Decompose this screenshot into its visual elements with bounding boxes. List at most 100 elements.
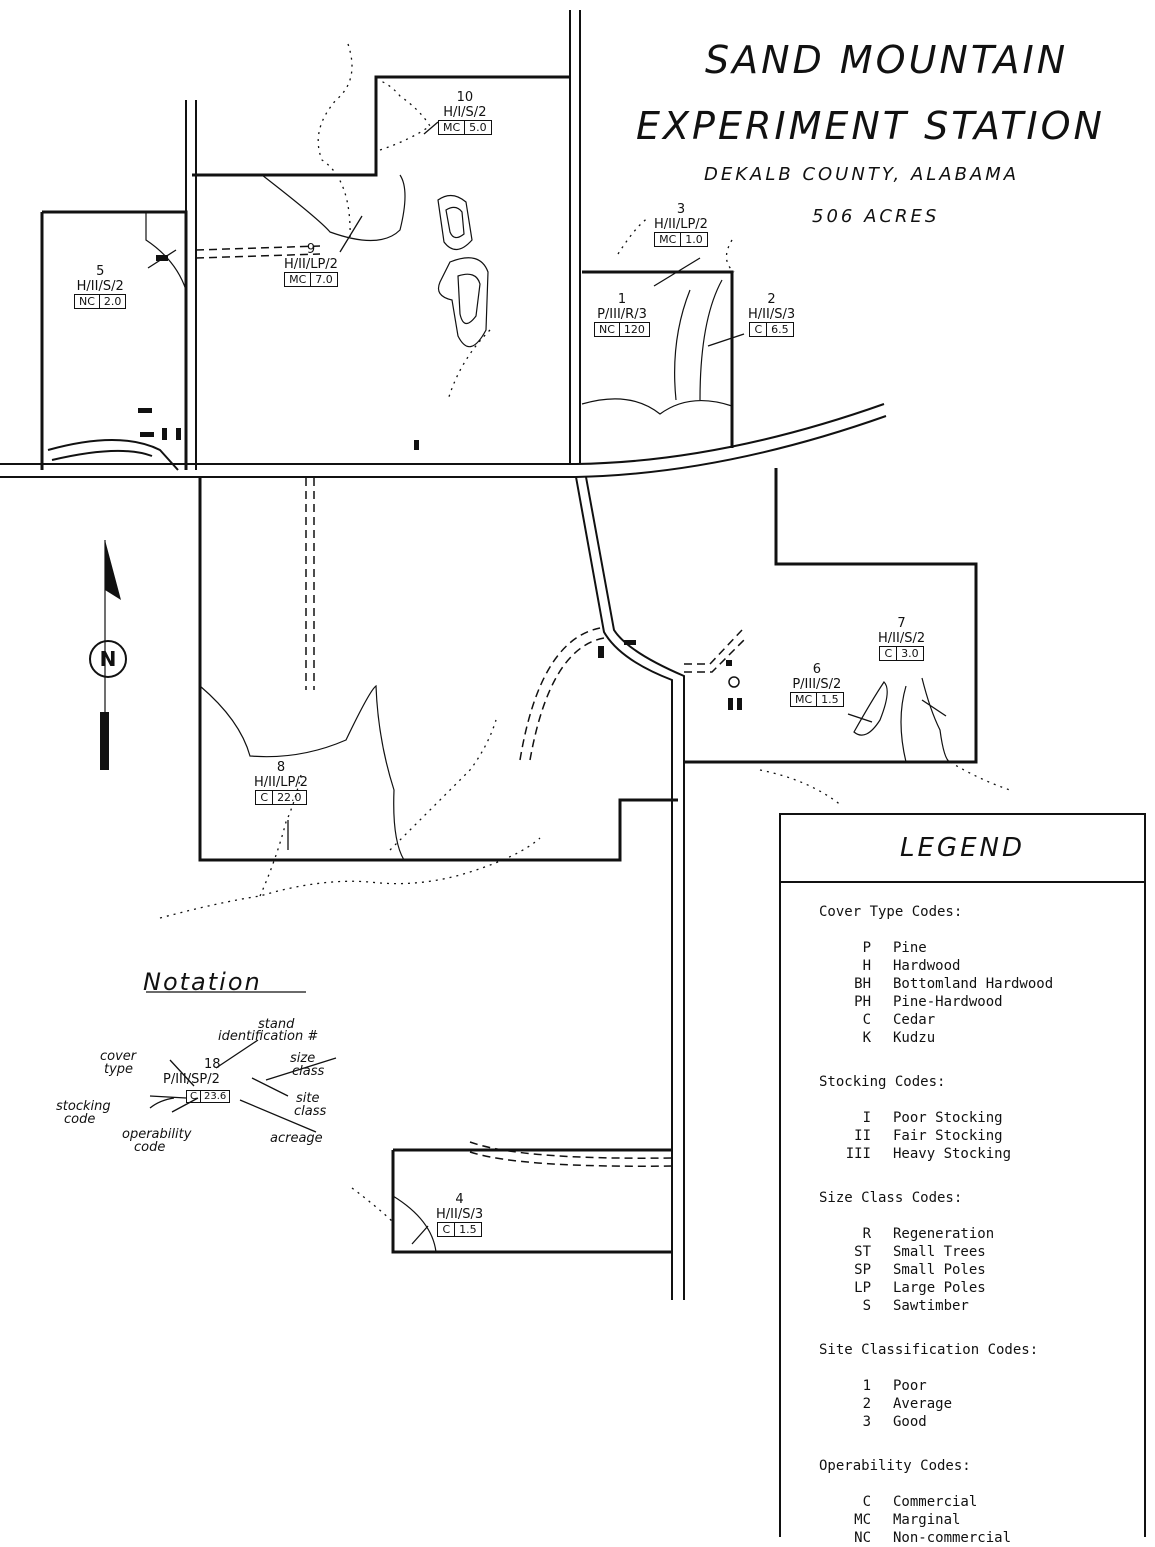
trail-south [305,478,315,690]
legend-code: SP [854,1262,871,1278]
legend-meaning: Good [893,1414,927,1430]
legend-code: NC [854,1530,871,1546]
notation-operability-label: operability [122,1127,192,1142]
stand-1-outline [581,398,733,415]
legend-entry: 3 Good [819,1413,1144,1431]
notation-stand-label: stand [258,1017,295,1032]
legend-meaning: Kudzu [893,1030,936,1046]
legend-entry: P Pine [819,939,1144,957]
notation-site-label: site [296,1091,320,1106]
notation-stocking-label: stocking [56,1099,111,1114]
notation-example-code: P/III/SP/2 [163,1072,220,1087]
pond-south [437,257,489,348]
legend-code: PH [854,994,871,1010]
legend-section-title: Operability Codes: [819,1458,971,1474]
legend-code: II [854,1128,871,1144]
boundary-east [684,468,978,764]
north-arrow-head [105,540,121,600]
legend-meaning: Small Trees [893,1244,986,1260]
building [162,428,167,440]
building [728,698,733,710]
boundary-north-center [192,75,570,177]
legend-code: I [862,1110,871,1126]
legend-code: BH [854,976,871,992]
notation-title: Notation [143,968,262,996]
legend-meaning: Small Poles [893,1262,986,1278]
legend-meaning: Marginal [893,1512,961,1528]
trail-west [195,245,321,259]
map-title-line2: EXPERIMENT STATION [636,104,1105,148]
notation-size-class-label: class [292,1064,325,1079]
legend-code: 2 [862,1396,871,1412]
legend-meaning: Pine-Hardwood [893,994,1003,1010]
legend-entry: PH Pine-Hardwood [819,993,1144,1011]
notation-type-label: type [104,1062,134,1077]
building [737,698,742,710]
map-title-line1: SAND MOUNTAIN [705,38,1069,82]
legend-code: R [862,1226,871,1242]
legend-code: C [862,1494,871,1510]
stream-4 [351,1187,394,1223]
boundary-stand-1 [582,270,734,448]
stand-9-outline [261,174,406,242]
building [176,428,181,440]
road-west [185,100,197,470]
legend-entry: C Commercial [819,1493,1144,1511]
legend-section-title: Site Classification Codes: [819,1342,1039,1358]
road-east-west [0,403,887,478]
stream-east [759,761,1011,807]
stream-north [317,43,353,241]
stand-7-outline [900,677,951,763]
legend-meaning: Pine [893,940,927,956]
legend-meaning: Regeneration [893,1226,995,1242]
driveway [47,439,179,471]
building [598,646,604,658]
stream-south-branch [259,769,303,897]
legend-title: LEGEND [781,815,1144,883]
legend-meaning: Non-commercial [893,1530,1012,1546]
legend-code: III [845,1146,871,1162]
legend-code: 3 [862,1414,871,1430]
building [624,640,636,645]
legend-code: LP [854,1280,871,1296]
legend-code: H [862,958,871,974]
legend-meaning: Commercial [893,1494,978,1510]
notation-stocking-code-label: code [64,1112,96,1127]
legend-meaning: Heavy Stocking [893,1146,1012,1162]
map-subtitle-acres: 506 ACRES [812,206,940,227]
stand-8-outline [199,684,405,861]
stream-stand-10 [377,79,431,151]
legend-meaning: Cedar [893,1012,936,1028]
stream-middle [389,719,497,851]
legend-code: 1 [862,1378,871,1394]
notation-example-id: 18 [204,1057,221,1072]
stand-4-outline [392,1195,437,1253]
legend-section-title: Size Class Codes: [819,1190,963,1206]
legend-meaning: Large Poles [893,1280,986,1296]
legend-code: P [862,940,871,956]
road-north-south [569,10,581,464]
legend-entry: SP Small Poles [819,1261,1144,1279]
notation-operability-code-label: code [134,1140,166,1155]
